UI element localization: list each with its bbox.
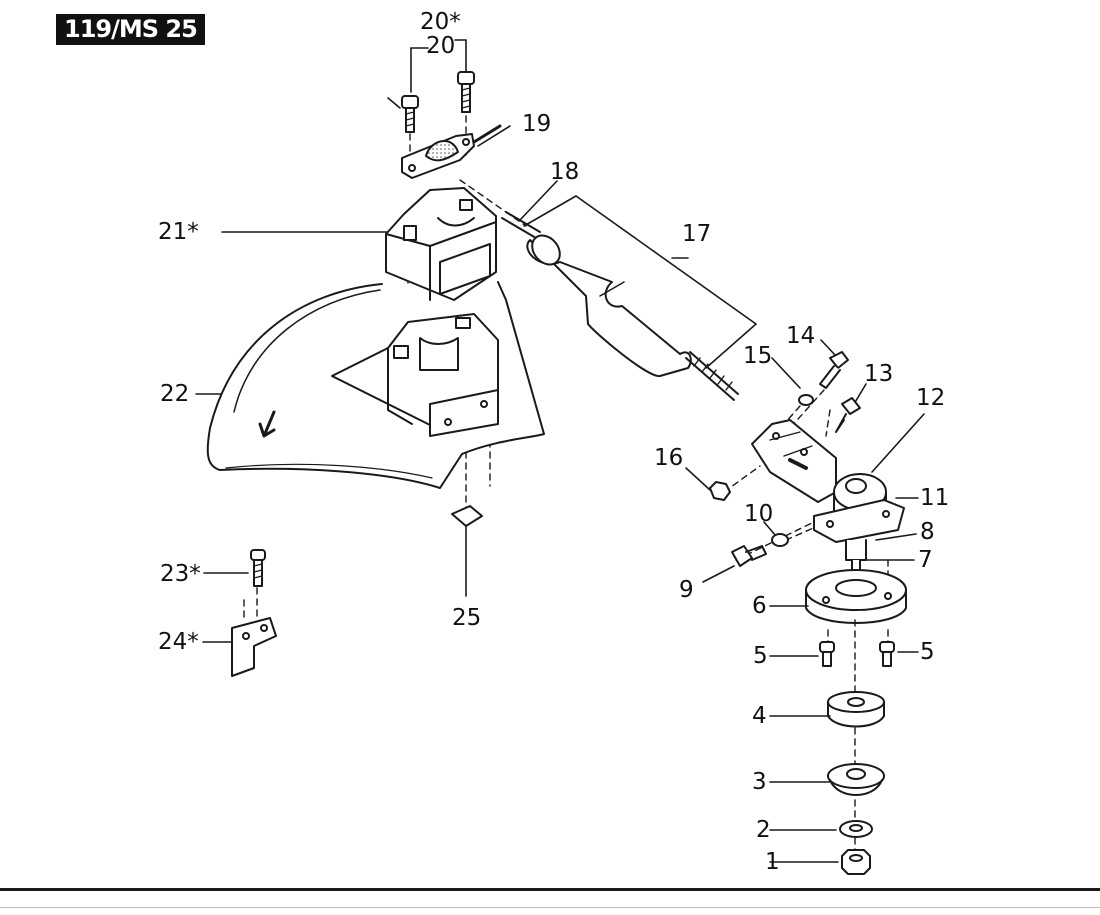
callout-1: 1 xyxy=(765,849,780,875)
callout-6: 6 xyxy=(752,593,767,619)
callout-2: 2 xyxy=(756,817,771,843)
callout-3: 3 xyxy=(752,769,767,795)
screw-20-left xyxy=(401,95,419,133)
clamp-strap xyxy=(401,124,502,179)
washer-10 xyxy=(771,533,789,547)
nut-16 xyxy=(709,481,731,501)
diagram-id-badge: 119/MS 25 xyxy=(56,14,205,45)
callout-7: 7 xyxy=(918,547,933,573)
screw-5-right xyxy=(879,641,895,667)
upper-clamp-block xyxy=(385,187,497,301)
thrust-plate xyxy=(805,569,907,624)
washer-15 xyxy=(798,394,814,406)
callout-23-star: 23* xyxy=(160,561,201,587)
washer-2 xyxy=(839,820,873,838)
callout-22: 22 xyxy=(160,381,190,407)
gear-head-housing xyxy=(751,419,905,543)
callout-11: 11 xyxy=(920,485,950,511)
callout-21-star: 21* xyxy=(158,219,199,245)
callout-25: 25 xyxy=(452,605,482,631)
screw-13 xyxy=(835,397,861,433)
output-spindle xyxy=(845,539,867,573)
bottom-border-line xyxy=(0,888,1100,891)
callout-18: 18 xyxy=(550,159,580,185)
callout-19: 19 xyxy=(522,111,552,137)
screw-5-left xyxy=(819,641,835,667)
bracket-24 xyxy=(231,617,277,677)
callout-4: 4 xyxy=(752,703,767,729)
callout-5-left: 5 xyxy=(753,643,768,669)
callout-16: 16 xyxy=(654,445,684,471)
callout-5-right: 5 xyxy=(920,639,935,665)
thrust-washer-3 xyxy=(827,763,885,796)
callout-8: 8 xyxy=(920,519,935,545)
leader-lines xyxy=(195,39,925,863)
bottom-border-line-secondary xyxy=(0,907,1100,908)
callout-15: 15 xyxy=(743,343,773,369)
callout-9: 9 xyxy=(679,577,694,603)
callout-17: 17 xyxy=(682,221,712,247)
screw-20-right xyxy=(457,71,475,113)
collar-4 xyxy=(827,691,885,728)
callout-12: 12 xyxy=(916,385,946,411)
callout-20-star: 20* xyxy=(420,9,461,35)
square-nut-25 xyxy=(451,505,483,527)
callout-24-star: 24* xyxy=(158,629,199,655)
screw-23 xyxy=(250,549,266,587)
callout-10: 10 xyxy=(744,501,774,527)
drive-shaft-tube xyxy=(501,195,757,401)
screw-14 xyxy=(819,351,849,389)
callout-20: 20 xyxy=(426,33,456,59)
nut-1 xyxy=(841,849,871,875)
callout-13: 13 xyxy=(864,361,894,387)
callout-14: 14 xyxy=(786,323,816,349)
screw-9 xyxy=(731,545,767,567)
lower-clamp-block xyxy=(331,313,499,437)
